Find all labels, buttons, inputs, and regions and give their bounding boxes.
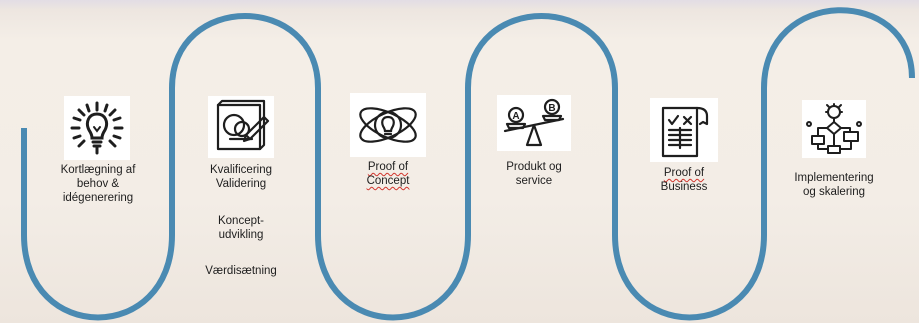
stage-3-label: Proof of Concept	[338, 160, 438, 188]
flowchart-icon	[806, 103, 862, 154]
document-checklist-icon	[661, 106, 709, 158]
stage-1-line-1: Kortlægning af	[60, 164, 136, 176]
stage-5-icon-box	[650, 98, 718, 162]
atom-lightbulb-icon	[359, 107, 417, 143]
scale-balance-icon: A B	[503, 98, 565, 147]
stage-6-line-1: Implementering	[794, 172, 874, 184]
stage-2-line-2: Validering	[215, 178, 267, 190]
stage-4-icon-box: A B	[497, 95, 571, 151]
stage-2-extra-line-2: udvikling	[218, 229, 264, 241]
stage-4-label: Produkt og service	[484, 160, 584, 188]
lightbulb-icon	[70, 101, 124, 155]
stage-3-icon-box	[350, 93, 426, 157]
stage-4-line-1: Produkt og	[506, 161, 562, 173]
svg-text:A: A	[512, 111, 519, 122]
svg-text:B: B	[548, 103, 555, 114]
stage-5-line-2: Business	[660, 181, 708, 193]
stage-2-label: Kvalificering Validering	[187, 163, 295, 191]
stage-1-line-3: idégenerering	[62, 192, 134, 204]
stage-3-line-1: Proof of	[367, 161, 409, 173]
stage-5-label: Proof of Business	[634, 166, 734, 194]
stage-1-label: Kortlægning af behov & idégenerering	[42, 163, 154, 205]
stage-3-line-2: Concept	[366, 175, 410, 187]
stage-1-line-2: behov &	[76, 178, 120, 190]
stage-6-line-2: og skalering	[802, 186, 865, 198]
stage-6-icon-box	[802, 100, 866, 158]
stage-2-extra: Koncept- udvikling	[187, 214, 295, 242]
sketch-drawing-icon	[216, 99, 270, 151]
stage-5-line-1: Proof of	[663, 167, 705, 179]
stage-2-extra-line-1: Koncept-	[217, 215, 265, 227]
stage-2-line-1: Kvalificering	[210, 164, 272, 176]
stage-4-line-2: service	[515, 175, 553, 187]
stage-2-extra2: Værdisætning	[187, 264, 295, 278]
stage-2-extra2-line: Værdisætning	[205, 265, 277, 277]
stage-6-label: Implementering og skalering	[778, 171, 890, 199]
stage-1-icon-box	[64, 96, 130, 160]
stage-2-icon-box	[208, 96, 274, 158]
